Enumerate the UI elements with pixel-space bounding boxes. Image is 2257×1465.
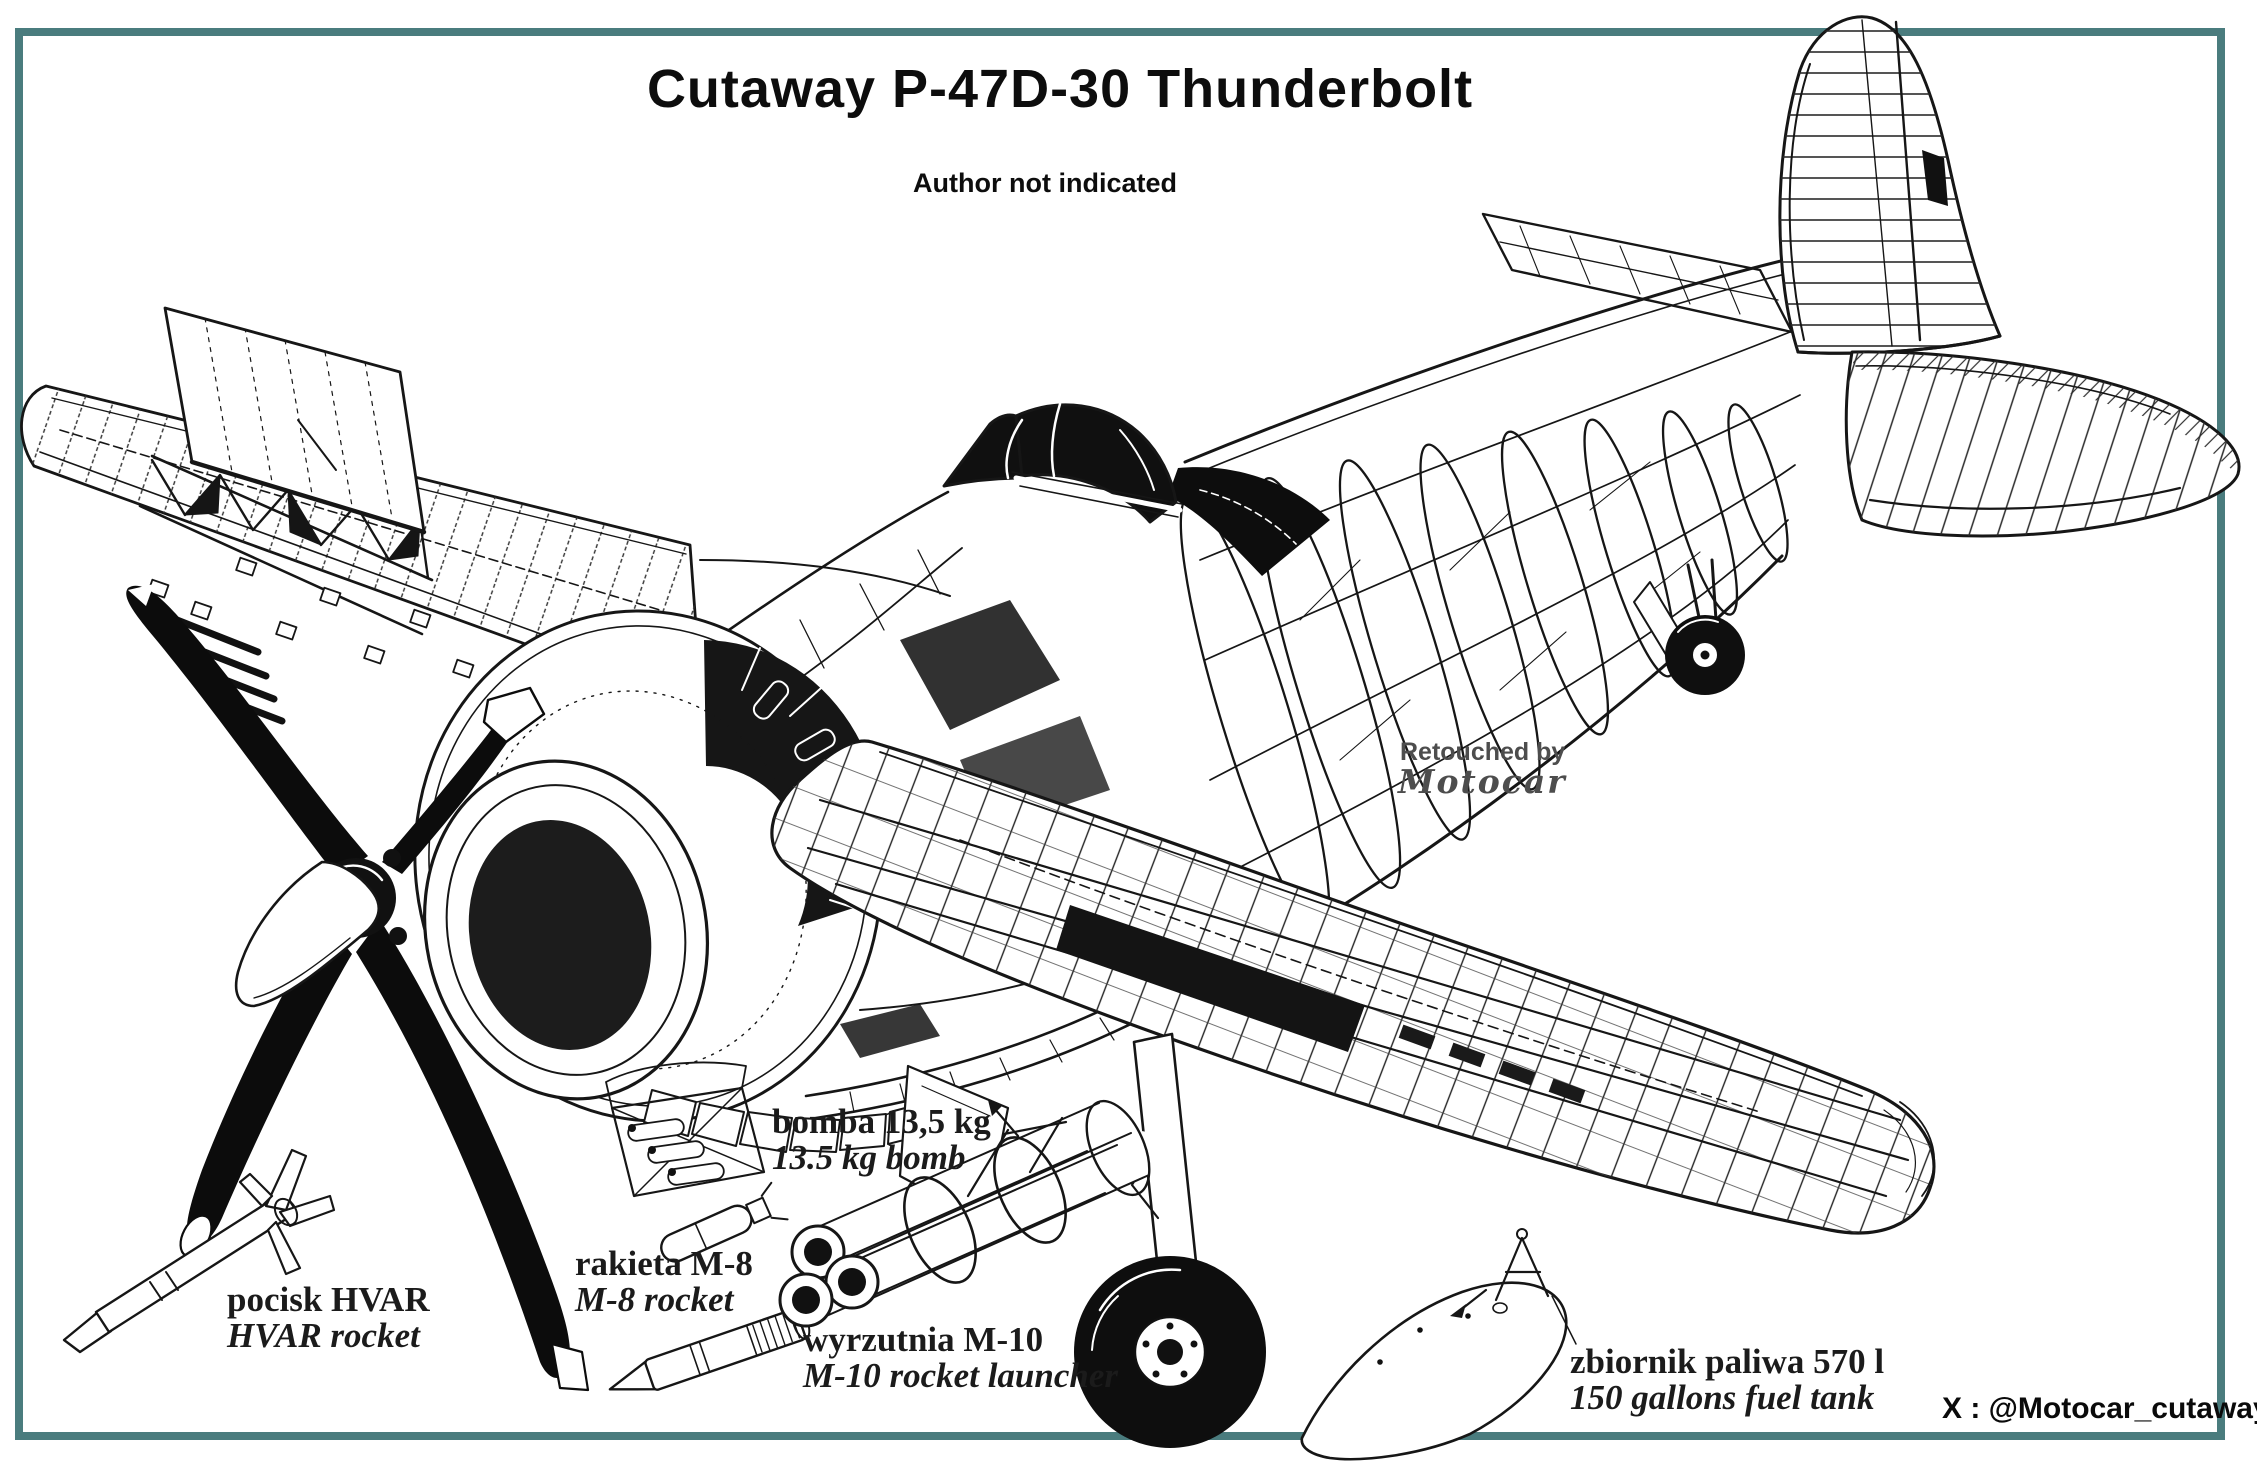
poster-frame <box>15 28 2225 1440</box>
left-stabilizer <box>1481 212 1794 334</box>
label-bomb-pl: bomba 13,5 kg <box>772 1102 991 1141</box>
watermark-retouched-by: Retouched by <box>1400 738 1566 766</box>
label-bomb-en: 13.5 kg bomb <box>772 1138 966 1177</box>
label-m10-pl: wyrzutnia M-10 <box>803 1320 1044 1359</box>
label-m10: wyrzutnia M-10 M-10 rocket launcher <box>803 1322 1118 1394</box>
label-fuel-tank-en: 150 gallons fuel tank <box>1570 1378 1875 1417</box>
sway-brace-sketch <box>1450 1228 1577 1345</box>
cockpit-canopy <box>942 402 1330 576</box>
small-bomb <box>660 1181 789 1263</box>
m10-launcher <box>778 1099 1163 1328</box>
label-hvar-en: HVAR rocket <box>227 1316 420 1355</box>
windscreen <box>942 413 1026 488</box>
tail-wheel <box>1633 558 1745 695</box>
canopy-bubble <box>1014 403 1178 524</box>
social-handle: X : @Motocar_cutaway <box>1942 1392 2257 1425</box>
poster-subtitle: Author not indicated <box>913 168 1177 198</box>
label-m8-pl: rakieta M-8 <box>575 1244 753 1283</box>
label-hvar: pocisk HVAR HVAR rocket <box>227 1282 430 1354</box>
hvar-rocket <box>62 1148 336 1354</box>
engine-cowling <box>413 609 929 1153</box>
label-m8-en: M-8 rocket <box>575 1280 734 1319</box>
label-m8: rakieta M-8 M-8 rocket <box>575 1246 753 1318</box>
main-landing-gear <box>1074 1032 1266 1448</box>
ordnance-group <box>62 1061 1577 1461</box>
label-bomb: bomba 13,5 kg 13.5 kg bomb <box>772 1104 991 1176</box>
right-stabilizer <box>1844 350 2241 538</box>
spinner-cone <box>234 860 381 1008</box>
label-fuel-tank-pl: zbiornik paliwa 570 l <box>1570 1342 1885 1381</box>
m8-rocket <box>608 1307 811 1391</box>
bomb-rack <box>605 1061 766 1198</box>
label-fuel-tank: zbiornik paliwa 570 l 150 gallons fuel t… <box>1570 1344 1884 1416</box>
tail-group <box>1179 15 2241 982</box>
label-m10-en: M-10 rocket launcher <box>803 1356 1118 1395</box>
drop-tank <box>1300 1281 1568 1461</box>
label-hvar-pl: pocisk HVAR <box>227 1280 430 1319</box>
poster-title: Cutaway P-47D-30 Thunderbolt <box>646 59 1474 119</box>
propeller <box>126 584 590 1392</box>
watermark-motocar-signature: Motocar <box>1398 762 1567 801</box>
